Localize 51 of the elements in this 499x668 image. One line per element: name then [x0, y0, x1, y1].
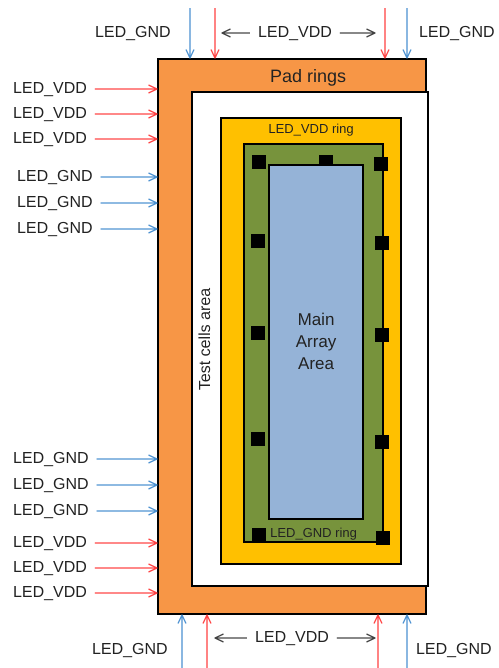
- pad-ring: [157, 58, 427, 615]
- arrow: [402, 614, 412, 668]
- signal-label: LED_VDD: [13, 584, 87, 602]
- signal-label: LED_VDD: [13, 559, 87, 577]
- arrow: [340, 28, 376, 38]
- signal-label: LED_VDD: [13, 105, 87, 123]
- test-cells-area: [191, 91, 429, 587]
- area-label: Pad rings: [270, 66, 346, 87]
- signal-label: LED_GND: [13, 450, 89, 468]
- signal-label: LED_VDD: [258, 24, 332, 42]
- arrow: [202, 614, 212, 668]
- signal-label: LED_VDD: [255, 629, 329, 647]
- arrow: [373, 614, 383, 668]
- arrow: [96, 480, 158, 490]
- signal-label: LED_GND: [13, 502, 89, 520]
- signal-label: LED_GND: [17, 168, 93, 186]
- signal-label: LED_GND: [17, 194, 93, 212]
- signal-label: LED_VDD: [13, 534, 87, 552]
- arrow: [380, 8, 390, 59]
- power-ring: [220, 117, 402, 565]
- arrow: [402, 8, 412, 59]
- main-array: [268, 164, 364, 520]
- signal-label: LED_VDD: [13, 80, 87, 98]
- signal-label: LED_GND: [13, 476, 89, 494]
- area-label: Main Array Area: [294, 309, 338, 375]
- arrow: [96, 454, 158, 464]
- area-label: Test cells area: [197, 288, 215, 390]
- signal-label: LED_GND: [17, 220, 93, 238]
- arrow: [94, 134, 158, 144]
- arrow: [100, 172, 158, 182]
- arrow: [214, 633, 247, 643]
- arrow: [94, 109, 158, 119]
- arrow: [94, 563, 158, 573]
- arrow: [94, 84, 158, 94]
- arrow: [221, 28, 250, 38]
- arrow: [336, 633, 376, 643]
- arrow: [94, 588, 158, 598]
- arrow: [210, 8, 220, 59]
- signal-label: LED_GND: [92, 641, 168, 659]
- arrow: [185, 8, 195, 59]
- signal-label: LED_VDD: [13, 130, 87, 148]
- signal-label: LED_GND: [419, 24, 495, 42]
- arrow: [177, 614, 187, 668]
- arrow: [94, 538, 158, 548]
- area-label: LED_GND ring: [270, 525, 357, 540]
- signal-label: LED_GND: [416, 641, 492, 659]
- arrow: [100, 198, 158, 208]
- arrow: [96, 506, 158, 516]
- signal-label: LED_GND: [95, 24, 171, 42]
- area-label: LED_VDD ring: [268, 121, 354, 136]
- arrow: [100, 224, 158, 234]
